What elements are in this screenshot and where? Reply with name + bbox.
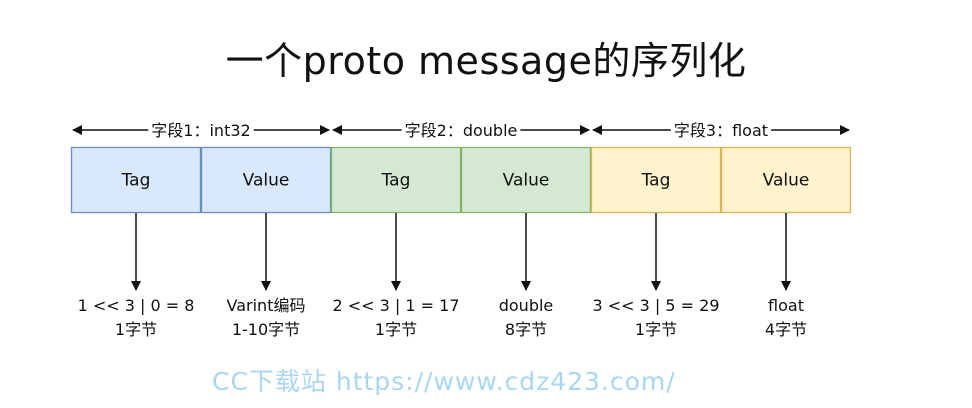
- value-desc-line1: float: [768, 296, 804, 315]
- field-span-label: 字段1：int32: [151, 121, 250, 140]
- value-box-label: Value: [243, 171, 290, 191]
- tag-box: [590, 146, 722, 214]
- tag-desc-line1: 2 << 3 | 1 = 17: [332, 296, 459, 315]
- value-box-label: Value: [503, 171, 550, 191]
- tag-desc-line2: 1字节: [375, 320, 417, 339]
- watermark-text: CC下载站 https://www.cdz423.com/: [212, 367, 676, 396]
- value-desc-line1: Varint编码: [227, 296, 306, 315]
- tag-box: [330, 146, 462, 214]
- tag-box-label: Tag: [381, 171, 411, 191]
- tag-desc-line1: 3 << 3 | 5 = 29: [592, 296, 719, 315]
- field-span-label: 字段3：float: [674, 121, 768, 140]
- value-box-label: Value: [763, 171, 810, 191]
- tag-desc-line1: 1 << 3 | 0 = 8: [78, 296, 195, 315]
- value-box: [200, 146, 332, 214]
- tag-desc-line2: 1字节: [635, 320, 677, 339]
- tag-desc-line2: 1字节: [115, 320, 157, 339]
- value-box: [460, 146, 592, 214]
- field-span-label: 字段2：double: [405, 121, 518, 140]
- value-desc-line1: double: [499, 296, 554, 315]
- tag-box-label: Tag: [641, 171, 671, 191]
- value-desc-line2: 1-10字节: [232, 320, 300, 339]
- tag-box: [70, 146, 202, 214]
- value-desc-line2: 4字节: [765, 320, 807, 339]
- tag-box-label: Tag: [121, 171, 151, 191]
- diagram-title: 一个proto message的序列化: [225, 39, 747, 83]
- value-box: [720, 146, 852, 214]
- value-desc-line2: 8字节: [505, 320, 547, 339]
